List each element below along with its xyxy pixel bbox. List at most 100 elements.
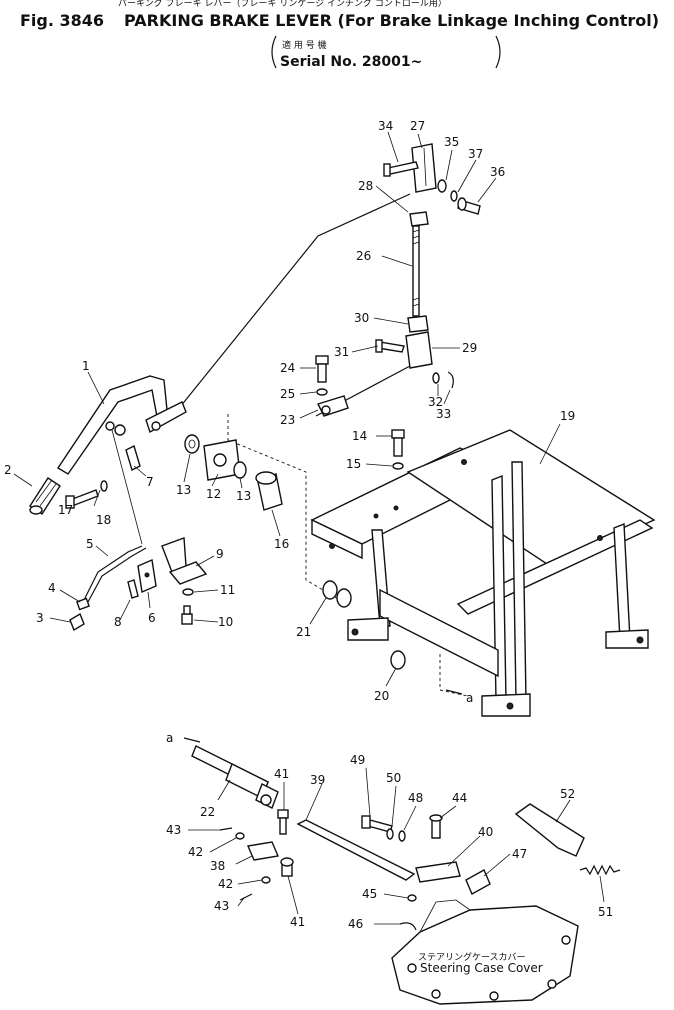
clevis-29 — [405, 331, 433, 369]
clevis-6 — [137, 559, 157, 593]
callout-25: 25 — [280, 387, 295, 401]
callout-35: 35 — [444, 135, 459, 149]
steering-case-cover-label: Steering Case Cover — [420, 961, 543, 975]
serial-number: Serial No. 28001~ — [280, 54, 422, 70]
pin-8 — [127, 579, 139, 599]
pin-16 — [255, 471, 283, 511]
rod-26 — [412, 225, 420, 317]
link-23 — [317, 395, 349, 417]
callout-39: 39 — [310, 773, 325, 787]
callout-44: 44 — [452, 791, 467, 805]
callout-13-right: 13 — [236, 489, 251, 503]
washer-42-upper — [235, 832, 245, 840]
bracket-52 — [514, 803, 585, 857]
bolt-41-upper — [277, 809, 289, 835]
callout-4: 4 — [48, 581, 56, 595]
clevis-27 — [411, 143, 437, 193]
bolt-10 — [181, 605, 193, 625]
callout-10: 10 — [218, 615, 233, 629]
pin-31 — [375, 339, 405, 353]
connector-a-top-arrow — [183, 737, 201, 743]
callout-11: 11 — [220, 583, 235, 597]
callout-12: 12 — [206, 487, 221, 501]
callout-41-upper: 41 — [274, 767, 289, 781]
serial-close-paren — [495, 35, 501, 69]
callout-19: 19 — [560, 409, 575, 423]
callout-9: 9 — [216, 547, 224, 561]
callout-50: 50 — [386, 771, 401, 785]
callout-38: 38 — [210, 859, 225, 873]
applicability-label-jp: 適 用 号 機 — [282, 39, 327, 51]
cotter-46 — [399, 922, 417, 931]
bolt-14 — [391, 429, 405, 457]
callout-2: 2 — [4, 463, 12, 477]
callout-31: 31 — [334, 345, 349, 359]
callout-16: 16 — [274, 537, 289, 551]
rod-5 — [83, 421, 147, 603]
callout-37: 37 — [468, 147, 483, 161]
pin-7 — [125, 445, 141, 471]
callout-47: 47 — [512, 847, 527, 861]
pin-34 — [383, 161, 419, 177]
callout-30: 30 — [354, 311, 369, 325]
callout-7: 7 — [146, 475, 154, 489]
washer-11 — [182, 588, 194, 596]
washer-48 — [398, 830, 406, 842]
end-3 — [69, 612, 85, 632]
washer-18 — [100, 480, 108, 492]
pin-44 — [429, 814, 443, 839]
bolt-24 — [315, 355, 329, 383]
bushing-13-right — [233, 461, 247, 479]
nut-4 — [76, 597, 90, 611]
cotter-33 — [447, 371, 454, 389]
callout-3: 3 — [36, 611, 44, 625]
callout-1: 1 — [82, 359, 90, 373]
callout-21: 21 — [296, 625, 311, 639]
washer-42-lower — [261, 876, 271, 884]
callout-42-lower: 42 — [218, 877, 233, 891]
washer-32 — [432, 372, 440, 384]
callout-51: 51 — [598, 905, 613, 919]
callout-17: 17 — [58, 503, 73, 517]
lever-grip — [29, 477, 61, 515]
callout-27: 27 — [410, 119, 425, 133]
callout-41-lower: 41 — [290, 915, 305, 929]
callout-33: 33 — [436, 407, 451, 421]
washer-50 — [386, 828, 394, 840]
figure-number: Fig. 3846 — [20, 11, 104, 30]
bolt-36 — [457, 197, 481, 215]
connector-a-bottom: a — [466, 691, 473, 705]
spring-51 — [579, 864, 621, 876]
steering-case-cover-jp-label: ステアリングケースカバー — [418, 951, 526, 963]
callout-45: 45 — [362, 887, 377, 901]
frame-assembly — [227, 414, 656, 717]
callout-6: 6 — [148, 611, 156, 625]
callout-14: 14 — [352, 429, 367, 443]
leader-lines — [13, 131, 605, 925]
link-39 — [296, 819, 416, 881]
callout-24: 24 — [280, 361, 295, 375]
callout-32: 32 — [428, 395, 443, 409]
bushing-13-left — [184, 434, 200, 454]
callout-28: 28 — [358, 179, 373, 193]
callout-20: 20 — [374, 689, 389, 703]
parking-lever — [57, 375, 187, 475]
bolt-49 — [361, 815, 393, 833]
connector-a-top: a — [166, 731, 173, 745]
callout-43-upper: 43 — [166, 823, 181, 837]
nut-28 — [409, 211, 429, 227]
bushing-20 — [390, 650, 406, 670]
callout-13-left: 13 — [176, 483, 191, 497]
connector-a-bottom-arrow — [445, 689, 463, 695]
serial-open-paren — [271, 35, 277, 69]
callout-18: 18 — [96, 513, 111, 527]
linkage-guide-line — [175, 193, 411, 413]
cotter-43-upper — [219, 827, 233, 831]
washer-37 — [450, 190, 458, 202]
callout-52: 52 — [560, 787, 575, 801]
callout-23: 23 — [280, 413, 295, 427]
callout-42-upper: 42 — [188, 845, 203, 859]
steering-case-cover — [391, 899, 579, 1005]
lever-40 — [415, 861, 461, 883]
